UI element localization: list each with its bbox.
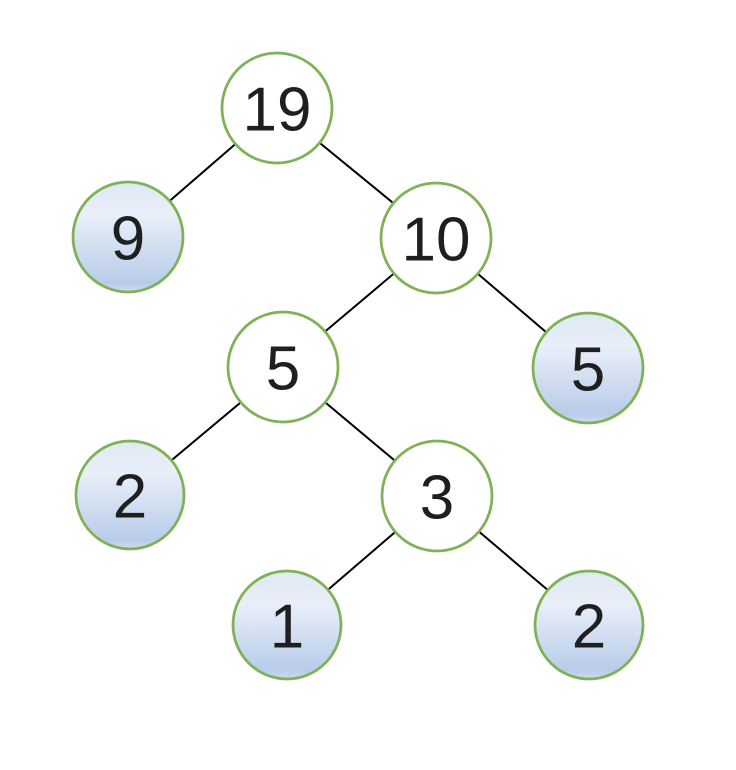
node-value-10: 10 bbox=[402, 206, 471, 275]
node-value-9: 9 bbox=[111, 205, 145, 274]
node-circle-5-leaf bbox=[531, 311, 645, 425]
node-circle-5-internal bbox=[226, 310, 340, 424]
tree-edges bbox=[127, 107, 590, 626]
tree-node-internal-3: 3 bbox=[380, 439, 494, 553]
node-circle-9 bbox=[71, 180, 185, 294]
node-circle-2-right bbox=[533, 569, 645, 681]
tree-node-leaf-1: 1 bbox=[231, 569, 343, 681]
tree-node-leaf-2-right: 2 bbox=[533, 569, 645, 681]
tree-node-right-leaf-5: 5 bbox=[531, 311, 645, 425]
node-circle-19 bbox=[220, 51, 334, 165]
node-circle-10 bbox=[379, 181, 493, 295]
node-value-19: 19 bbox=[243, 76, 312, 145]
tree-node-right-10: 10 bbox=[379, 181, 493, 295]
node-circle-1 bbox=[231, 569, 343, 681]
node-value-5-internal: 5 bbox=[266, 335, 300, 404]
node-value-2-left: 2 bbox=[113, 463, 147, 532]
tree-node-leaf-2-left: 2 bbox=[74, 439, 186, 551]
tree-node-mid-5: 5 bbox=[226, 310, 340, 424]
tree-node-root-19: 19 bbox=[220, 51, 334, 165]
node-value-5-leaf: 5 bbox=[571, 336, 605, 405]
node-circle-2-left bbox=[74, 439, 186, 551]
node-value-3: 3 bbox=[420, 464, 454, 533]
node-value-1: 1 bbox=[270, 593, 304, 662]
node-circle-3 bbox=[380, 439, 494, 553]
node-value-2-right: 2 bbox=[572, 593, 606, 662]
tree-node-left-9: 9 bbox=[71, 180, 185, 294]
